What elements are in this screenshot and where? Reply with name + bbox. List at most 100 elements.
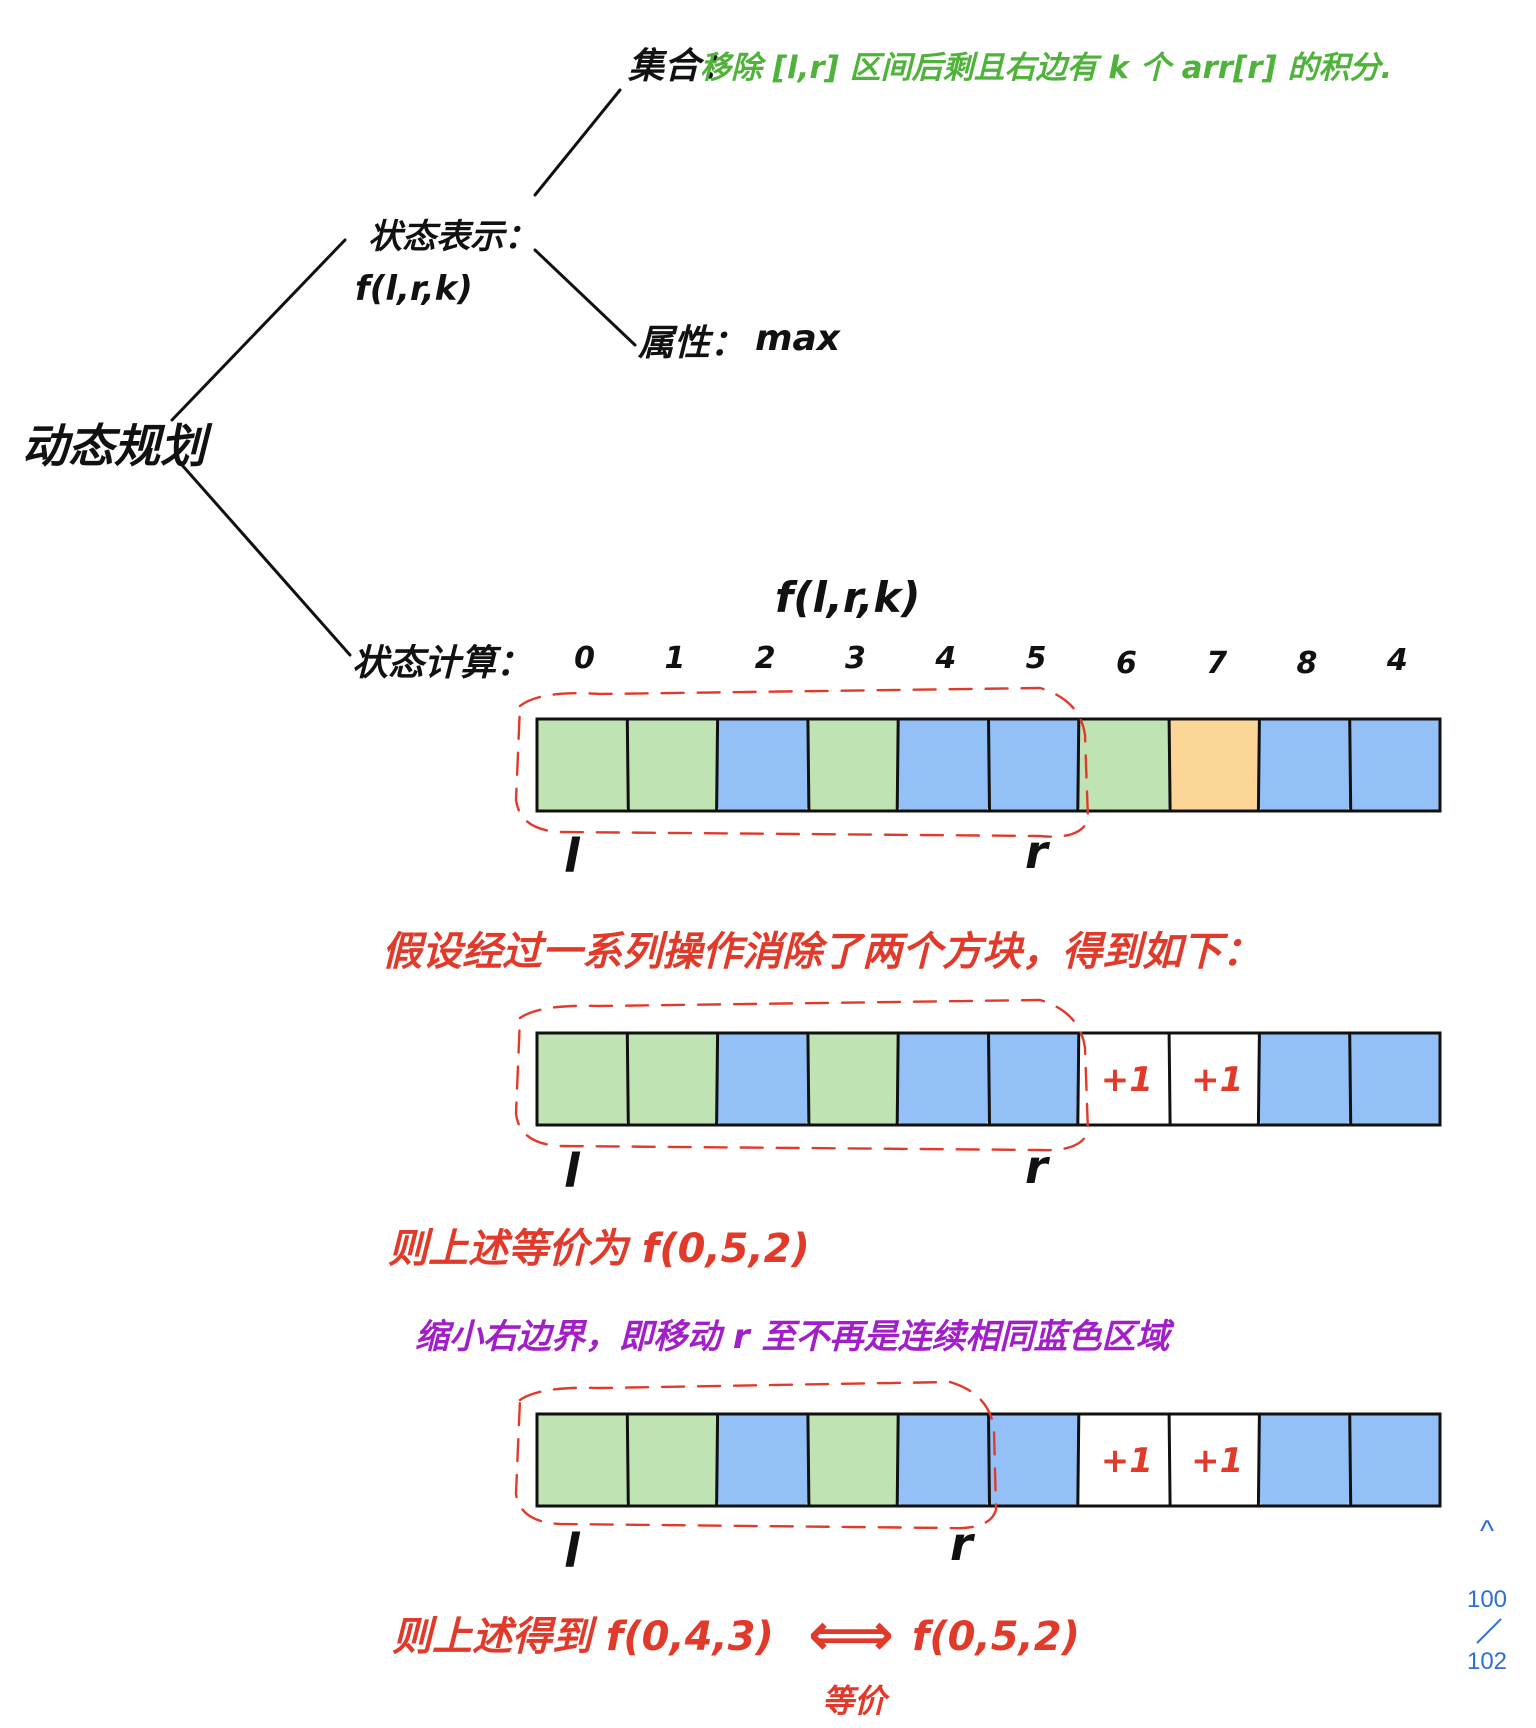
array-divider xyxy=(895,718,900,812)
array-divider xyxy=(1348,1413,1353,1507)
array-divider xyxy=(1167,718,1172,812)
row3-r-marker: r xyxy=(950,1517,976,1571)
index-label: 7 xyxy=(1206,646,1227,681)
array-cell xyxy=(1349,1033,1440,1125)
cell-mark: +1 xyxy=(1191,1441,1243,1481)
array-divider xyxy=(806,1032,811,1126)
row2-r-marker: r xyxy=(1025,1140,1051,1194)
index-label: 8 xyxy=(1297,646,1318,681)
array-cell xyxy=(988,719,1079,811)
tree-edge-repr-set xyxy=(533,88,622,197)
array-divider xyxy=(625,1032,630,1126)
index-label: 0 xyxy=(574,641,595,676)
page-total: 102 xyxy=(1466,1648,1508,1675)
range-outline-2 xyxy=(514,998,1090,1152)
index-label: 4 xyxy=(1386,643,1408,678)
state-calc-label: 状态计算： xyxy=(352,643,532,684)
index-label: 4 xyxy=(934,641,956,676)
array-cell xyxy=(1169,719,1260,811)
caption-result-left: 则上述得到 f(0,4,3) xyxy=(392,1614,774,1660)
page-separator xyxy=(1452,1615,1522,1647)
array-divider xyxy=(1256,1413,1261,1507)
set-text: 移除 [l,r] 区间后剩且右边有 k 个 arr[r] 的积分. xyxy=(700,50,1392,86)
attr-text: max xyxy=(755,318,842,359)
array-divider xyxy=(987,1032,991,1126)
array-cell xyxy=(807,1414,899,1506)
array-divider xyxy=(1167,1032,1172,1126)
index-label: 6 xyxy=(1116,646,1137,681)
array-cell xyxy=(1349,1414,1440,1506)
array-divider xyxy=(1256,1032,1261,1126)
set-label: 集合： xyxy=(627,46,736,87)
double-arrow-icon: ⟺ xyxy=(808,1600,894,1670)
index-label: 2 xyxy=(755,641,776,676)
array-cell xyxy=(1259,1414,1350,1506)
array-cell xyxy=(807,1033,899,1125)
index-label: 1 xyxy=(664,641,685,676)
calc-formula: f(l,r,k) xyxy=(775,573,920,622)
array-cell xyxy=(537,1414,628,1506)
array-cell xyxy=(627,1414,718,1506)
array-divider xyxy=(1076,718,1081,812)
array-divider xyxy=(1076,1413,1081,1507)
array-row-3: +1 +1 xyxy=(535,1412,1442,1508)
array-cell xyxy=(627,1033,718,1125)
array-divider xyxy=(895,1032,900,1126)
array-divider xyxy=(1348,718,1353,812)
array-cell xyxy=(988,1414,1079,1506)
array-divider xyxy=(895,1413,900,1507)
array-cell xyxy=(1259,719,1350,811)
array-cell xyxy=(898,1414,989,1506)
index-labels: 0 1 2 3 4 5 6 7 8 4 xyxy=(574,641,1408,681)
row3-l-marker: l xyxy=(564,1524,581,1578)
array-cell xyxy=(537,719,628,811)
array-cell xyxy=(537,1033,628,1125)
index-label: 3 xyxy=(845,641,866,676)
array-cell xyxy=(717,719,808,811)
array-cell xyxy=(1078,1414,1170,1506)
tree-edge-repr-attr xyxy=(533,248,637,347)
array-cell xyxy=(988,1033,1079,1125)
caption-result-under: 等价 xyxy=(822,1682,890,1720)
cell-mark: +1 xyxy=(1101,1441,1153,1481)
array-cell xyxy=(807,719,899,811)
array-cell xyxy=(717,1033,808,1125)
array-cell xyxy=(1078,719,1170,811)
array-divider xyxy=(1167,1413,1172,1507)
cell-mark: +1 xyxy=(1101,1060,1153,1100)
cell-mark: +1 xyxy=(1191,1060,1243,1100)
array-divider xyxy=(1348,1032,1353,1126)
array-row-1 xyxy=(535,717,1442,813)
page-indicator: 100 102 xyxy=(1452,1585,1522,1677)
array-divider xyxy=(1076,1032,1081,1126)
caption-equiv: 则上述等价为 f(0,5,2) xyxy=(388,1226,810,1272)
array-cell xyxy=(717,1414,808,1506)
array-divider xyxy=(715,718,720,812)
array-cell xyxy=(1349,719,1440,811)
range-outline-3 xyxy=(514,1380,998,1530)
caption-shrink: 缩小右边界，即移动 r 至不再是连续相同蓝色区域 xyxy=(415,1317,1174,1357)
array-cell xyxy=(627,719,718,811)
root-label: 动态规划 xyxy=(22,419,213,473)
state-repr-formula: f(l,r,k) xyxy=(355,269,473,309)
row2-l-marker: l xyxy=(564,1144,581,1198)
array-cell xyxy=(1169,1414,1260,1506)
page-current: 100 xyxy=(1466,1586,1508,1613)
scroll-up-icon[interactable]: ^ xyxy=(1479,1515,1495,1548)
index-label: 5 xyxy=(1026,641,1047,676)
array-cell xyxy=(1259,1033,1350,1125)
array-divider xyxy=(715,1032,720,1126)
array-divider xyxy=(806,718,811,812)
array-divider xyxy=(625,718,630,812)
array-divider xyxy=(625,1413,630,1507)
caption-result-right: f(0,5,2) xyxy=(912,1614,1080,1660)
array-divider xyxy=(987,1413,991,1507)
row1-r-marker: r xyxy=(1025,825,1051,879)
tree-edge-root-calc xyxy=(180,463,352,657)
array-cell xyxy=(898,1033,989,1125)
array-cell xyxy=(898,719,989,811)
caption-assume: 假设经过一系列操作消除了两个方块，得到如下： xyxy=(382,929,1262,975)
array-row-2: +1 +1 xyxy=(535,1031,1442,1127)
